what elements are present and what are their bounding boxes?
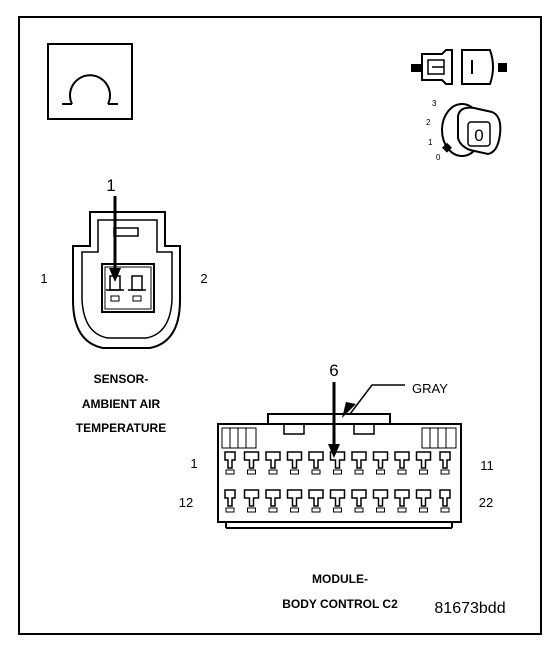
sensor-connector: [72, 196, 181, 349]
module-cavity: [329, 489, 346, 513]
sensor-pin-right: 2: [200, 271, 207, 286]
ignition-pos-0: 0: [436, 153, 441, 162]
module-cavity: [415, 489, 432, 513]
module-cavity: [308, 489, 324, 513]
module-row1-last: 11: [480, 458, 494, 473]
module-name-line1: MODULE-: [312, 572, 368, 586]
ignition-key-label: 0: [474, 126, 483, 145]
module-name-line2: BODY CONTROL C2: [282, 597, 398, 611]
ignition-pos-1: 1: [428, 138, 433, 147]
module-cavity: [394, 451, 410, 475]
module-cavity: [439, 489, 451, 513]
module-cavity: [286, 451, 303, 475]
sensor-pin-left: 1: [40, 271, 47, 286]
module-cavity: [265, 489, 281, 513]
module-cavity: [394, 489, 410, 513]
module-cavity: [243, 451, 260, 475]
module-row1-first: 1: [190, 456, 197, 471]
module-probe-pin: 6: [329, 361, 338, 380]
module-row2-first: 12: [179, 495, 193, 510]
module-cavity: [243, 489, 260, 513]
module-cavity: [439, 451, 451, 475]
ignition-key-icon: 0 3 2 1 0: [426, 99, 502, 162]
sensor-name-line2: AMBIENT AIR: [82, 397, 161, 411]
module-cavity: [351, 489, 367, 513]
module-cavity: [286, 489, 303, 513]
module-cavity: [372, 489, 389, 513]
diagram-frame: [18, 16, 542, 635]
diagram-id: 81673bdd: [434, 600, 505, 617]
module-color-label: GRAY: [412, 381, 448, 396]
module-connector: [217, 382, 462, 529]
ignition-pos-3: 3: [432, 99, 437, 108]
module-cavity: [351, 451, 367, 475]
module-row2-last: 22: [479, 495, 493, 510]
connector-disconnect-icon: [411, 49, 507, 85]
module-cavity: [224, 489, 236, 513]
sensor-name-line3: TEMPERATURE: [76, 421, 166, 435]
sensor-probe-pin: 1: [106, 176, 115, 195]
ohmmeter-icon: [47, 43, 133, 120]
module-cavity: [415, 451, 432, 475]
module-cavity: [308, 451, 324, 475]
ignition-pos-2: 2: [426, 118, 431, 127]
module-cavity: [224, 451, 236, 475]
sensor-name-line1: SENSOR-: [94, 372, 149, 386]
module-cavity: [372, 451, 389, 475]
module-cavity: [265, 451, 281, 475]
